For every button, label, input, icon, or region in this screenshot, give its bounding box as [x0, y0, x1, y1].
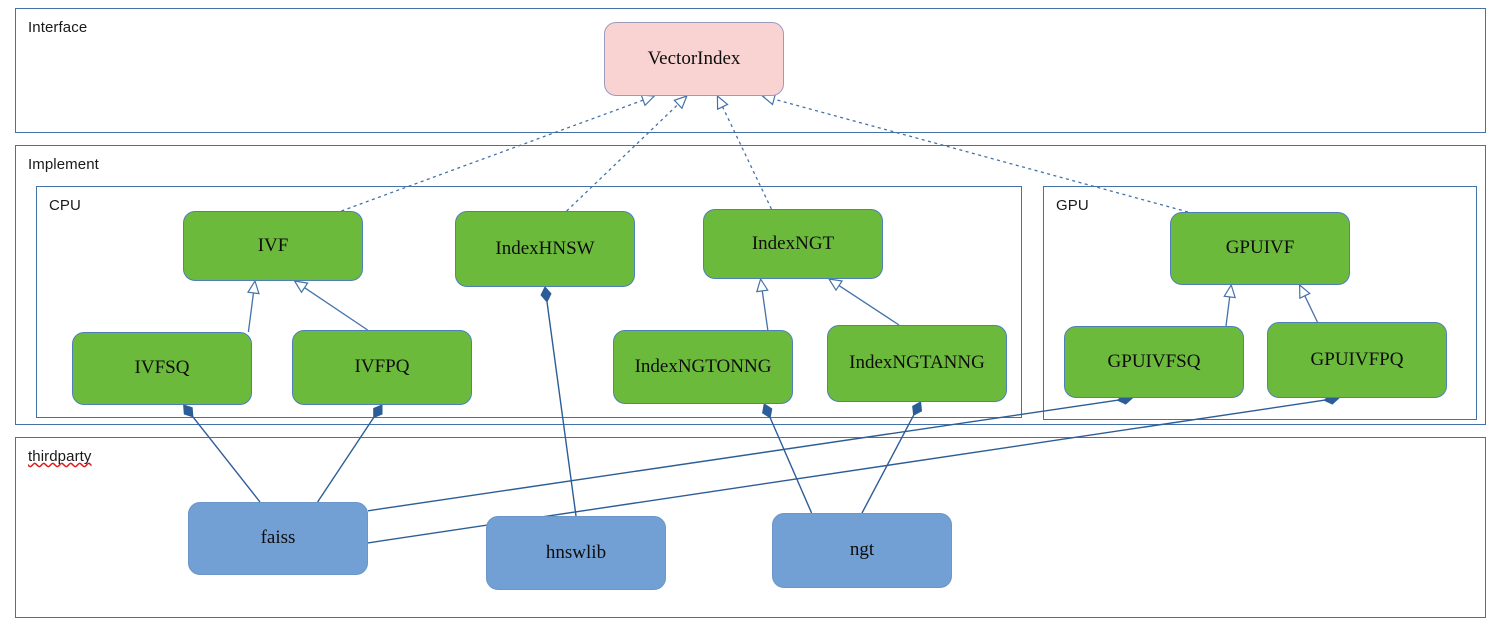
class-node-ivfpq[interactable]: IVFPQ	[292, 330, 472, 405]
package-label-gpu: GPU	[1056, 197, 1089, 214]
package-label-cpu: CPU	[49, 197, 81, 214]
class-node-gpuivf[interactable]: GPUIVF	[1170, 212, 1350, 285]
class-node-ngt[interactable]: ngt	[772, 513, 952, 588]
class-node-indexngt[interactable]: IndexNGT	[703, 209, 883, 279]
class-node-indexhnsw[interactable]: IndexHNSW	[455, 211, 635, 287]
class-node-indexngtonng[interactable]: IndexNGTONNG	[613, 330, 793, 404]
class-node-gpuivfpq[interactable]: GPUIVFPQ	[1267, 322, 1447, 398]
class-node-gpuivfsq[interactable]: GPUIVFSQ	[1064, 326, 1244, 398]
package-label-implement: Implement	[28, 156, 99, 173]
class-node-indexngtanng[interactable]: IndexNGTANNG	[827, 325, 1007, 402]
class-node-ivf[interactable]: IVF	[183, 211, 363, 281]
class-node-ivfsq[interactable]: IVFSQ	[72, 332, 252, 405]
class-node-vectorindex[interactable]: VectorIndex	[604, 22, 784, 96]
class-node-faiss[interactable]: faiss	[188, 502, 368, 575]
package-label-interface: Interface	[28, 19, 88, 36]
class-node-hnswlib[interactable]: hnswlib	[486, 516, 666, 590]
package-label-thirdparty: thirdparty	[28, 448, 92, 465]
